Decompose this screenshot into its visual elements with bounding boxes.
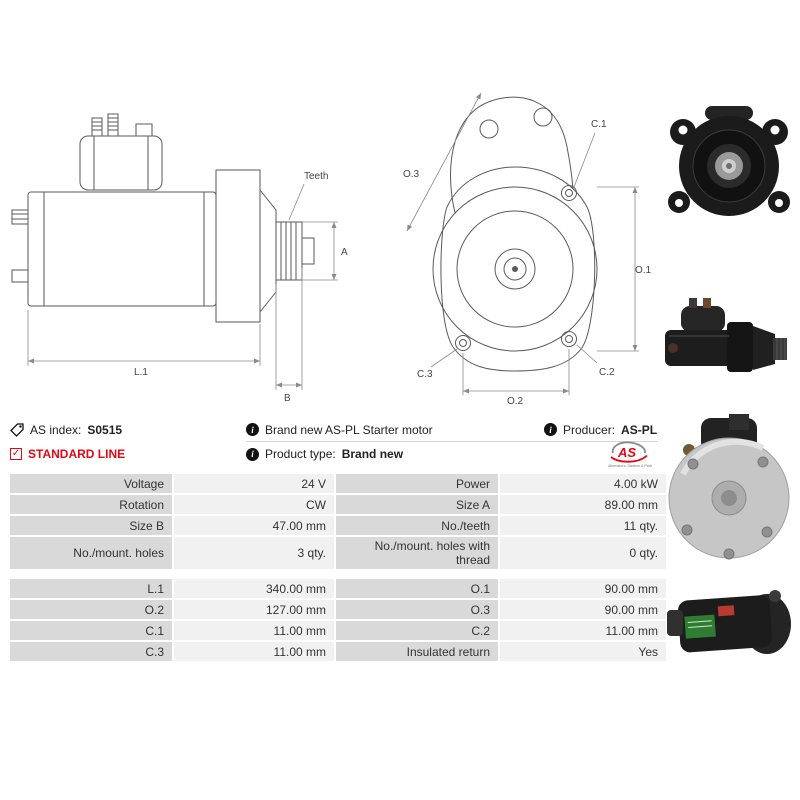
spec-label-cell: C.2 xyxy=(336,621,498,640)
product-photos-column xyxy=(658,0,800,800)
info-row-2: ✓ STANDARD LINE i Product type: Brand ne… xyxy=(10,441,658,468)
spec-label-cell: Rotation xyxy=(10,495,172,514)
product-type-label: Product type: xyxy=(265,447,336,461)
spec-label-cell: Power xyxy=(336,474,498,493)
logo-text: AS xyxy=(617,445,636,460)
spec-value-cell: 340.00 mm xyxy=(174,579,334,598)
as-index-label: AS index: xyxy=(30,423,82,437)
table-row: C.1 11.00 mm C.2 11.00 mm xyxy=(10,621,666,640)
product-type: i Product type: Brand new xyxy=(246,442,544,466)
spec-table-dimensions: L.1 340.00 mm O.1 90.00 mm O.2 127.00 mm… xyxy=(8,577,668,663)
spec-value-cell: 127.00 mm xyxy=(174,600,334,619)
as-pl-logo: AS Alternators, Starters & Parts xyxy=(608,441,652,468)
product-photo-back xyxy=(668,414,790,560)
dim-c1-label: C.1 xyxy=(591,119,607,130)
spec-value-cell: 11.00 mm xyxy=(174,621,334,640)
dim-o2-label: O.2 xyxy=(507,396,524,406)
spec-label-cell: O.2 xyxy=(10,600,172,619)
spec-label-cell: Voltage xyxy=(10,474,172,493)
spec-label-cell: O.3 xyxy=(336,600,498,619)
producer-label: Producer: xyxy=(563,422,616,437)
spec-value-cell: 90.00 mm xyxy=(500,579,666,598)
spec-value-cell: CW xyxy=(174,495,334,514)
info-icon: i xyxy=(246,423,259,436)
dim-c2-label: C.2 xyxy=(599,367,615,378)
info-row-1: AS index: S0515 i Brand new AS-PL Starte… xyxy=(10,418,658,442)
standard-line: ✓ STANDARD LINE xyxy=(10,442,246,466)
spec-value-cell: 11.00 mm xyxy=(500,621,666,640)
logo-subtext: Alternators, Starters & Parts xyxy=(608,464,652,468)
spec-value-cell: 0 qty. xyxy=(500,537,666,569)
product-photo-angled xyxy=(667,590,791,654)
spec-label-cell: O.1 xyxy=(336,579,498,598)
table-row: C.3 11.00 mm Insulated return Yes xyxy=(10,642,666,661)
product-photo-side xyxy=(665,298,787,372)
check-icon: ✓ xyxy=(10,448,22,460)
tag-icon xyxy=(10,423,24,437)
spec-value-cell: 3 qty. xyxy=(174,537,334,569)
spec-label-cell: No./mount. holes with thread xyxy=(336,537,498,569)
spec-value-cell: 11 qty. xyxy=(500,516,666,535)
brand-new-note: i Brand new AS-PL Starter motor xyxy=(246,418,544,442)
spec-label-cell: L.1 xyxy=(10,579,172,598)
technical-drawings: Teeth A L.1 B xyxy=(0,0,658,418)
product-type-value: Brand new xyxy=(341,447,404,461)
info-icon: i xyxy=(246,447,259,461)
as-index-value: S0515 xyxy=(87,423,123,437)
spec-value-cell: 4.00 kW xyxy=(500,474,666,493)
table-row: Rotation CW Size A 89.00 mm xyxy=(10,495,666,514)
spec-label-cell: C.3 xyxy=(10,642,172,661)
info-icon: i xyxy=(544,423,557,436)
brand-logo-wrap: AS Alternators, Starters & Parts xyxy=(544,441,658,468)
spec-value-cell: 24 V xyxy=(174,474,334,493)
spec-label-cell: Size A xyxy=(336,495,498,514)
spec-label-cell: Size B xyxy=(10,516,172,535)
dim-o1-label: O.1 xyxy=(635,265,652,276)
side-view-drawing: Teeth A L.1 B xyxy=(11,113,348,404)
standard-line-label: STANDARD LINE xyxy=(28,447,126,461)
dim-b-label: B xyxy=(284,393,291,404)
dim-l1-label: L.1 xyxy=(134,367,148,378)
table-row: Size B 47.00 mm No./teeth 11 qty. xyxy=(10,516,666,535)
spec-value-cell: 89.00 mm xyxy=(500,495,666,514)
table-row: O.2 127.00 mm O.3 90.00 mm xyxy=(10,600,666,619)
spec-table-main: Voltage 24 V Power 4.00 kW Rotation CW S… xyxy=(8,472,668,571)
spec-label-cell: No./teeth xyxy=(336,516,498,535)
info-bar: AS index: S0515 i Brand new AS-PL Starte… xyxy=(0,418,658,468)
spec-value-cell: 47.00 mm xyxy=(174,516,334,535)
main-column: Teeth A L.1 B xyxy=(0,0,666,661)
dim-a-label: A xyxy=(341,247,348,258)
front-view-drawing: O.3 O.1 O.2 C.1 C.3 C.2 xyxy=(403,92,652,406)
table-row: Voltage 24 V Power 4.00 kW xyxy=(10,474,666,493)
spec-value-cell: Yes xyxy=(500,642,666,661)
spec-label-cell: No./mount. holes xyxy=(10,537,172,569)
table-row: No./mount. holes 3 qty. No./mount. holes… xyxy=(10,537,666,569)
producer: i Producer: AS-PL xyxy=(544,418,658,442)
brand-new-text: Brand new AS-PL Starter motor xyxy=(265,422,433,437)
dim-c3-label: C.3 xyxy=(417,369,433,380)
dim-o3-label: O.3 xyxy=(403,169,420,180)
product-photo-front xyxy=(668,106,790,216)
as-index: AS index: S0515 xyxy=(10,418,246,442)
spec-label-cell: Insulated return xyxy=(336,642,498,661)
spec-value-cell: 11.00 mm xyxy=(174,642,334,661)
spec-value-cell: 90.00 mm xyxy=(500,600,666,619)
teeth-label: Teeth xyxy=(304,171,328,182)
table-row: L.1 340.00 mm O.1 90.00 mm xyxy=(10,579,666,598)
producer-value: AS-PL xyxy=(621,422,658,437)
spec-label-cell: C.1 xyxy=(10,621,172,640)
